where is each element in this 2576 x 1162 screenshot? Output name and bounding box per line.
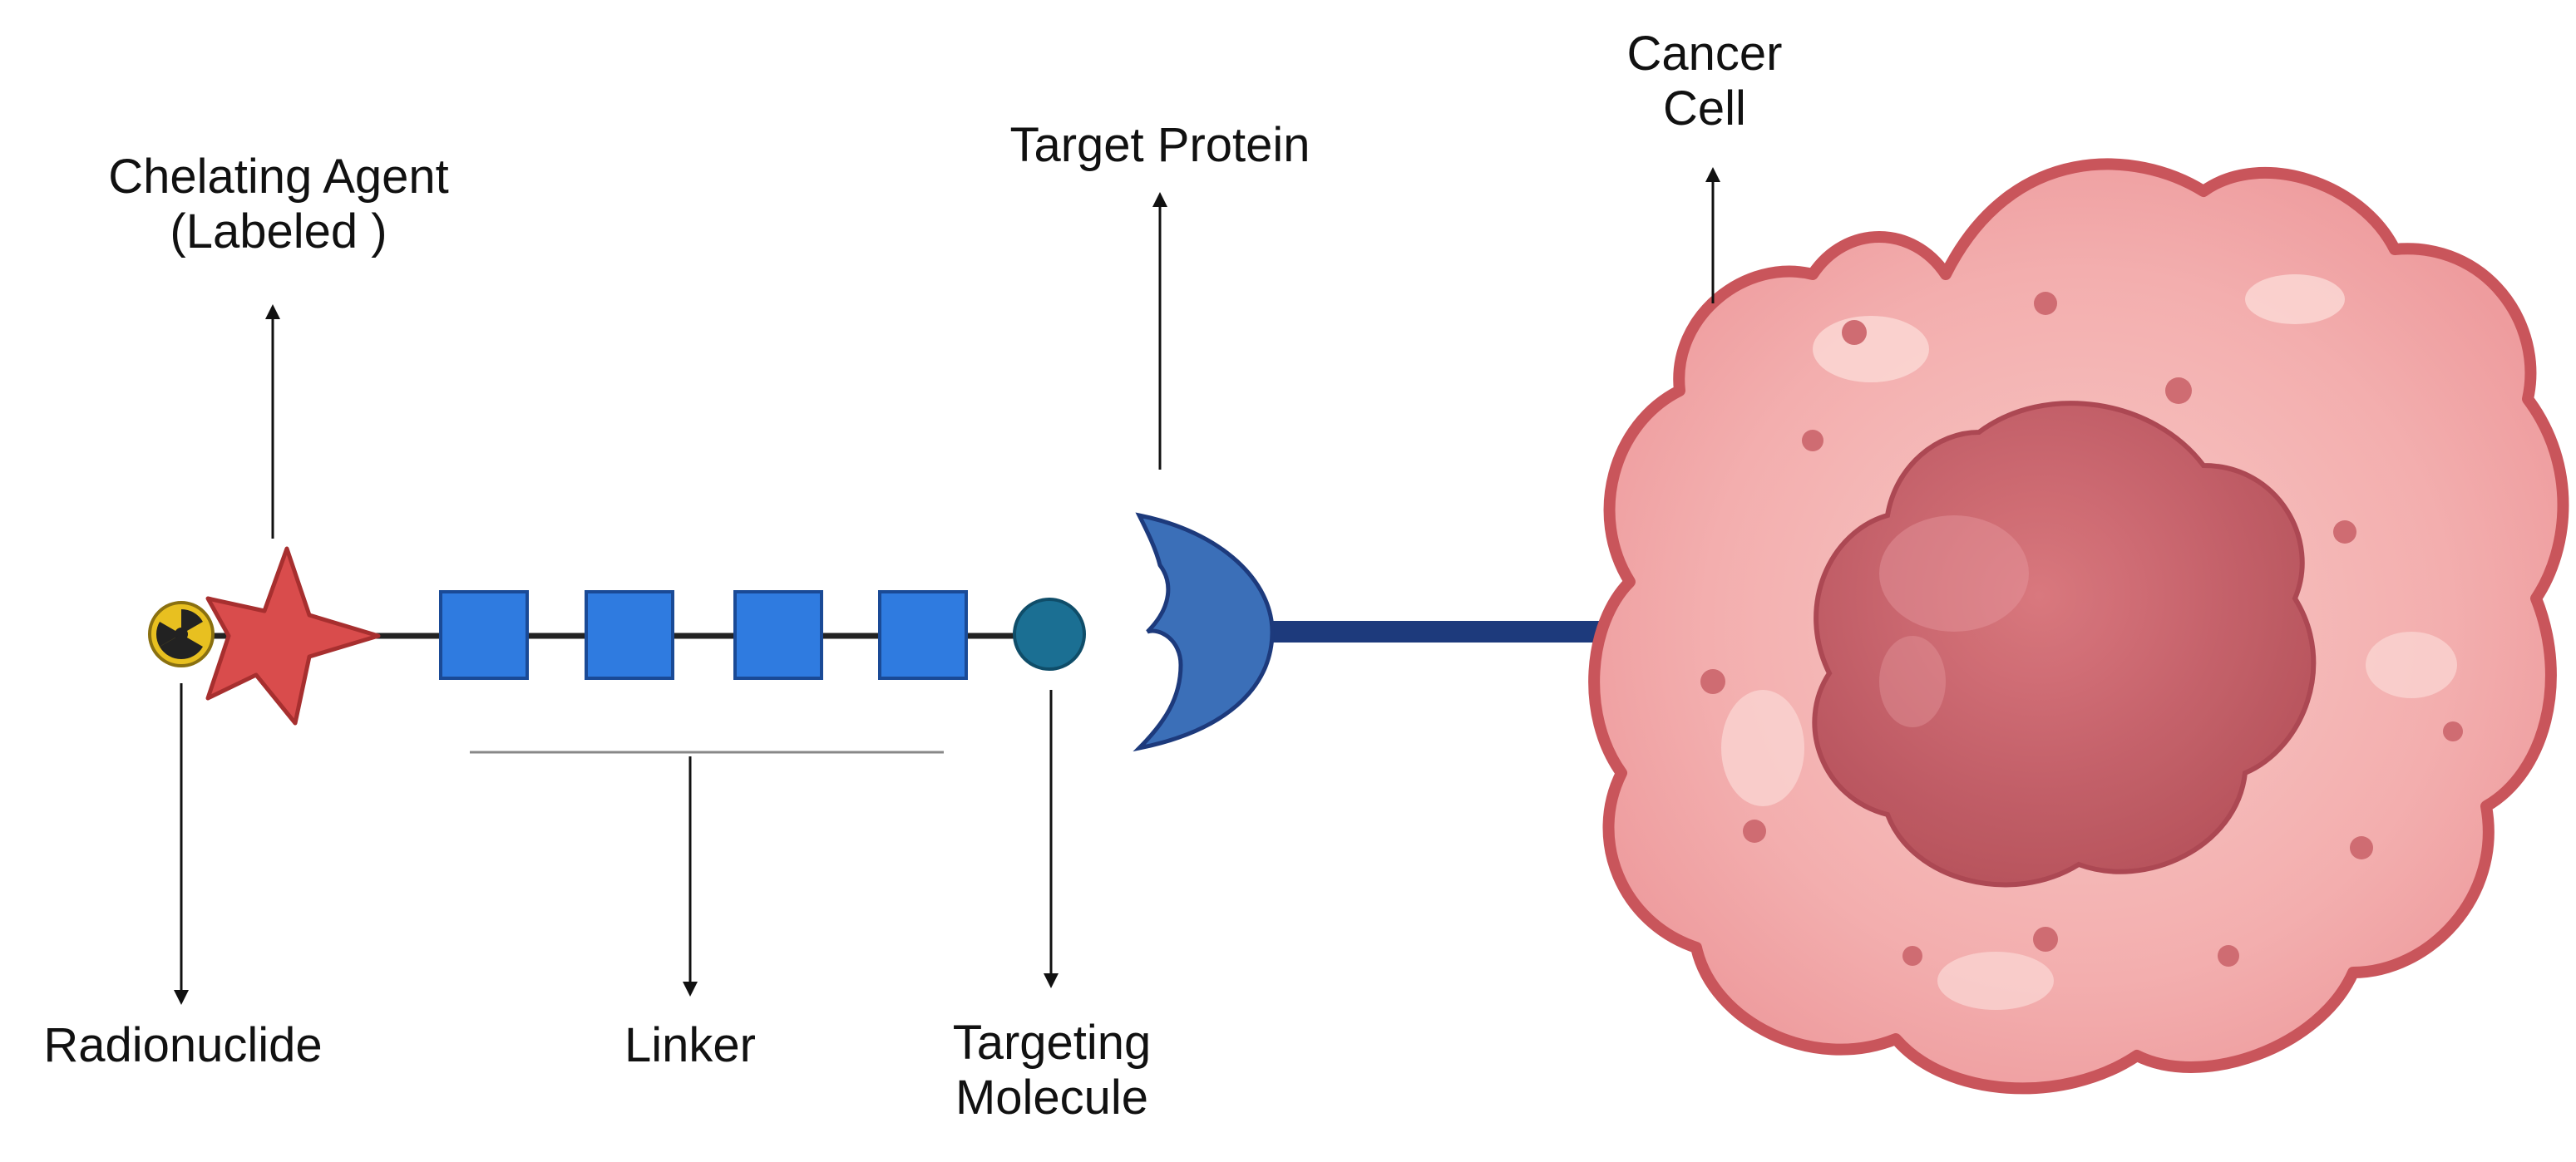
targeting-molecule-label: Targeting Molecule	[906, 1016, 1197, 1125]
target-protein-label: Target Protein	[1009, 118, 1310, 172]
radionuclide-label: Radionuclide	[43, 1018, 323, 1072]
targeting-molecule-label-line2: Molecule	[955, 1071, 1149, 1125]
square-icon	[585, 590, 674, 680]
nucleus-highlight	[1879, 636, 1946, 727]
chelating-agent-label: Chelating Agent (Labeled )	[79, 150, 478, 259]
circle-icon	[1013, 598, 1086, 671]
cancer-cell-label-line2: Cell	[1663, 81, 1746, 135]
organelle-dot	[1700, 669, 1725, 694]
organelle-dot	[2350, 836, 2373, 859]
organelle-dot	[1743, 820, 1766, 843]
organelle-dot	[2165, 377, 2192, 404]
targeting-molecule-label-line1: Targeting	[952, 1016, 1152, 1070]
cell-nucleus	[1812, 401, 2317, 888]
organelle-dot	[2443, 721, 2463, 741]
cytoplasm-highlight	[1937, 952, 2054, 1010]
organelle-dot	[2218, 945, 2239, 967]
cytoplasm-highlight	[1721, 690, 1804, 806]
nucleus-highlight	[1879, 515, 2029, 632]
square-icon	[878, 590, 968, 680]
chelating-agent-label-line2: (Labeled )	[170, 204, 387, 258]
cancer-cell-icon	[1588, 158, 2569, 1095]
cytoplasm-highlight	[2245, 274, 2345, 324]
radiation-icon	[148, 601, 215, 667]
square-icon	[733, 590, 823, 680]
organelle-dot	[1842, 320, 1867, 345]
cytoplasm-highlight	[1813, 316, 1929, 382]
linker-label: Linker	[624, 1018, 756, 1072]
square-icon	[439, 590, 529, 680]
cancer-cell-label-line1: Cancer	[1626, 27, 1783, 81]
organelle-dot	[2033, 927, 2058, 952]
chelating-agent-label-line1: Chelating Agent	[108, 150, 449, 204]
cytoplasm-highlight	[2366, 632, 2457, 698]
organelle-dot	[1802, 430, 1823, 451]
organelle-dot	[2333, 520, 2356, 544]
organelle-dot	[2034, 292, 2057, 315]
star-icon	[205, 546, 381, 726]
cancer-cell-label: Cancer Cell	[1580, 27, 1829, 136]
organelle-dot	[1902, 946, 1922, 966]
crescent-receptor-icon	[1133, 512, 1275, 752]
